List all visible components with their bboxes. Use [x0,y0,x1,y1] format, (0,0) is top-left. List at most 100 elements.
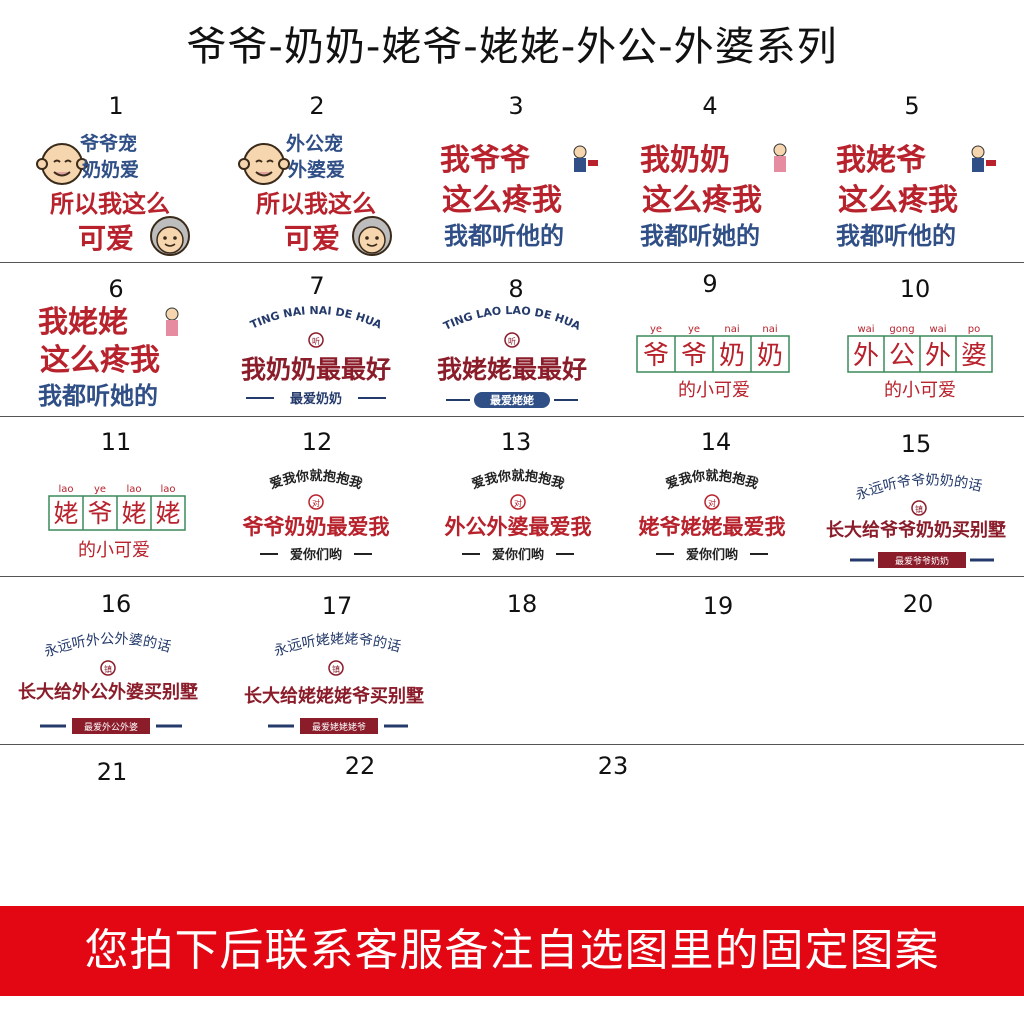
grandpa-face-icon [36,143,88,185]
pinyin: nai [762,324,777,335]
grandpa-figure-icon [971,145,996,172]
design-15[interactable]: 永远听爷爷奶奶的话 镇 长大给爷爷奶奶买别墅 最爱爷爷奶奶 [816,452,1016,586]
line-3: 我都听他的 [836,222,956,250]
badge-text: 听 [312,337,320,346]
pinyin: ye [688,324,700,335]
sub-text: 最爱姥姥姥爷 [312,721,366,733]
pinyin: lao [58,484,73,495]
line-3: 我都听她的 [640,222,760,250]
sub-text: 的小可爱 [678,380,750,401]
pinyin: nai [724,324,739,335]
pinyin: po [968,324,980,335]
line-4: 可爱 [78,222,134,255]
page-title: 爷爷-奶奶-姥爷-姥姥-外公-外婆系列 [186,24,838,70]
item-number: 4 [702,92,718,120]
line-1: 我爷爷 [440,143,530,178]
line-1: 我奶奶 [640,143,730,178]
design-17[interactable]: 永远听姥姥姥爷的话 镇 长大给姥姥姥爷买别墅 最爱姥姥姥爷 [236,614,436,748]
design-6[interactable]: 我姥姥 这么疼我 我都听她的 [20,298,220,432]
design-8[interactable]: TING LAO LAO DE HUA 听 我姥姥最最好 最爱姥姥 [412,298,612,432]
badge-text: 对 [708,498,716,508]
arc-text: 永远听外公外婆的话 [42,631,173,660]
item-number: 23 [597,752,629,780]
design-16[interactable]: 永远听外公外婆的话 镇 长大给外公外婆买别墅 最爱外公外婆 [10,614,210,748]
badge-icon [100,660,116,676]
tian-grid [636,335,790,373]
sub-text: 爱你们哟 [290,547,342,563]
line-2: 这么疼我 [40,343,160,378]
item-number: 14 [700,428,732,456]
main-text: 我奶奶最最好 [241,355,391,384]
item-number: 1 [108,92,124,120]
item-number: 19 [702,592,734,620]
arc-text: TING LAO LAO DE HUA [441,304,583,333]
tian-grid [48,495,186,531]
line-3: 所以我这么 [50,190,170,218]
item-number: 6 [108,275,124,303]
sub-bar [878,552,966,568]
design-11[interactable]: lao ye lao lao 姥 爷 姥 姥 的小可爱 [12,452,212,586]
line-2: 外婆爱 [288,158,345,181]
line-3: 我都听她的 [38,382,158,410]
badge-text: 镇 [104,664,112,674]
badge-icon [510,494,526,510]
grid-char: 爷 [681,341,707,371]
item-number: 16 [100,590,132,618]
grid-char: 姥 [53,499,78,528]
notice-banner: 您拍下后联系客服备注自选图里的固定图案 [0,906,1024,996]
item-number: 21 [96,758,128,786]
badge-icon [911,500,927,516]
grandpa-figure-icon [573,145,598,172]
design-14[interactable]: 爱我你就抱抱我 对 姥爷姥姥最爱我 爱你们哟 [612,452,812,586]
item-number: 18 [506,590,538,618]
design-2[interactable]: 外公宠 外婆爱 所以我这么 可爱 [222,126,422,260]
line-3: 我都听他的 [444,222,564,250]
grid-char: 奶 [757,341,783,371]
item-number: 15 [900,430,932,458]
sub-text: 最爱外公外婆 [84,721,138,733]
grid-char: 婆 [961,341,987,371]
item-number: 20 [902,590,934,618]
item-number: 3 [508,92,524,120]
design-12[interactable]: 爱我你就抱抱我 对 爷爷奶奶最爱我 爱你们哟 [216,452,416,586]
arc-text: 永远听姥姥姥爷的话 [272,631,403,660]
design-7[interactable]: TING NAI NAI DE HUA 听 我奶奶最最好 最爱奶奶 [216,298,416,432]
line-2: 这么疼我 [642,183,762,218]
sub-text: 爱你们哟 [492,547,544,563]
pinyin: wai [929,324,946,335]
design-9[interactable]: ye ye nai nai 爷 爷 奶 奶 的小可爱 [614,298,814,432]
badge-text: 镇 [915,504,923,514]
grid-char: 爷 [643,341,669,371]
pinyin: ye [650,324,662,335]
line-1: 我姥爷 [836,143,926,178]
badge-text: 对 [312,498,320,508]
sub-text: 最爱奶奶 [290,391,342,407]
design-13[interactable]: 爱我你就抱抱我 对 外公外婆最爱我 爱你们哟 [418,452,618,586]
design-5[interactable]: 我姥爷 这么疼我 我都听他的 [818,126,1018,260]
design-4[interactable]: 我奶奶 这么疼我 我都听她的 [620,126,820,260]
design-3[interactable]: 我爷爷 这么疼我 我都听他的 [420,126,620,260]
item-number: 11 [100,428,132,456]
line-2: 这么疼我 [442,183,562,218]
main-text: 长大给外公外婆买别墅 [18,681,198,703]
sub-bar [72,718,150,734]
grid-char: 姥 [121,499,146,528]
pinyin: lao [126,484,141,495]
line-2: 这么疼我 [838,183,958,218]
badge-icon [308,494,324,510]
grid-char: 公 [889,341,915,371]
line-2: 奶奶爱 [82,158,139,181]
item-number: 22 [344,752,376,780]
badge-icon [504,332,520,348]
grandma-figure-icon [165,307,179,336]
sub-text: 最爱姥姥 [490,393,534,407]
arc-text: TING NAI NAI DE HUA [248,304,384,332]
row-divider [0,416,1024,417]
main-text: 爷爷奶奶最爱我 [243,515,390,539]
main-text: 我姥姥最最好 [437,355,587,384]
design-10[interactable]: wai gong wai po 外 公 外 婆 的小可爱 [816,298,1016,432]
pinyin: gong [889,324,914,335]
item-number: 17 [321,592,353,620]
design-1[interactable]: 爷爷宠 奶奶爱 所以我这么 可爱 [20,126,220,260]
row-divider [0,744,1024,745]
